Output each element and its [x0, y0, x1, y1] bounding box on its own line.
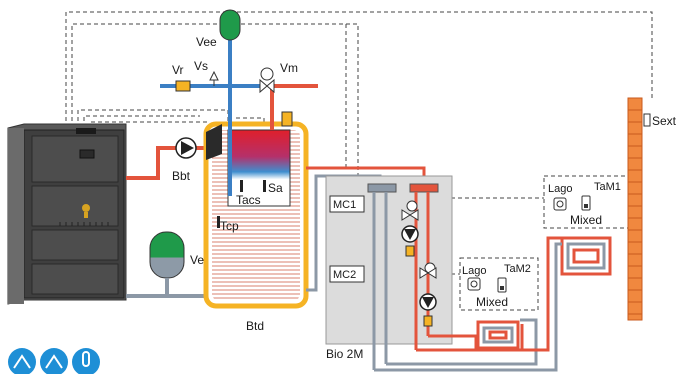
sensor-sa-icon [263, 180, 266, 192]
tam1-sensor-icon [581, 195, 591, 211]
lago1-thermostat-icon [553, 197, 567, 211]
mc1-mixing-valve-icon [401, 200, 419, 221]
mc2-pump-icon [419, 293, 437, 311]
label-lago1: Lago [548, 183, 572, 195]
thermometer-icon [72, 348, 100, 374]
sext-sensor-icon [643, 113, 651, 127]
boiler [7, 123, 127, 305]
faucet-icon [8, 348, 36, 374]
mc2-box: MC2 [329, 265, 365, 283]
vs-safety-valve-icon [209, 70, 219, 86]
boiler-display-icon [82, 204, 90, 218]
label-bio2m: Bio 2M [326, 347, 363, 361]
label-tacs: Tacs [236, 193, 261, 207]
label-mc2: MC2 [333, 269, 356, 281]
label-tcp: Tcp [220, 219, 239, 233]
label-tam2: TaM2 [504, 263, 531, 275]
label-tam1: TaM1 [594, 181, 621, 193]
faucet-icon [40, 348, 68, 374]
expansion-vessel-vee [219, 9, 241, 41]
label-sext: Sext [652, 114, 677, 128]
label-vee: Vee [196, 35, 217, 49]
bottom-icons [8, 348, 100, 374]
hot-water-pipe [270, 84, 318, 130]
label-sa: Sa [268, 181, 283, 195]
vm-mixing-valve-icon [259, 67, 275, 94]
label-bbt: Bbt [172, 169, 191, 183]
floor-heating-circuit-2 [374, 236, 612, 372]
external-wall [627, 97, 643, 321]
label-lago2: Lago [462, 265, 486, 277]
label-mixed2: Mixed [476, 295, 508, 309]
mc2-mixing-valve-icon [419, 262, 437, 279]
label-btd: Btd [246, 319, 264, 333]
label-ve: Ve [190, 253, 204, 267]
storage-tank-btd [203, 121, 309, 309]
label-vr: Vr [172, 63, 184, 77]
bbt-pump-icon [175, 137, 197, 159]
label-vs: Vs [194, 59, 208, 73]
vr-valve-icon [175, 80, 191, 92]
floor-heating-circuit-1 [386, 318, 538, 366]
expansion-vessel-ve [149, 231, 185, 296]
mc1-box: MC1 [329, 195, 365, 213]
zone-box-2: Lago TaM2 Mixed [459, 257, 539, 311]
label-mc1: MC1 [333, 199, 356, 211]
tam2-sensor-icon [497, 277, 507, 293]
label-mixed1: Mixed [570, 213, 602, 227]
sensor-tacs-icon [240, 180, 243, 192]
cold-water-pipe [160, 40, 262, 196]
lago2-thermostat-icon [467, 277, 481, 291]
sensor-tcp-icon [217, 216, 220, 228]
label-vm: Vm [280, 61, 298, 75]
zone-box-1: Lago TaM1 Mixed [543, 175, 629, 229]
mc1-pump-icon [401, 225, 419, 243]
